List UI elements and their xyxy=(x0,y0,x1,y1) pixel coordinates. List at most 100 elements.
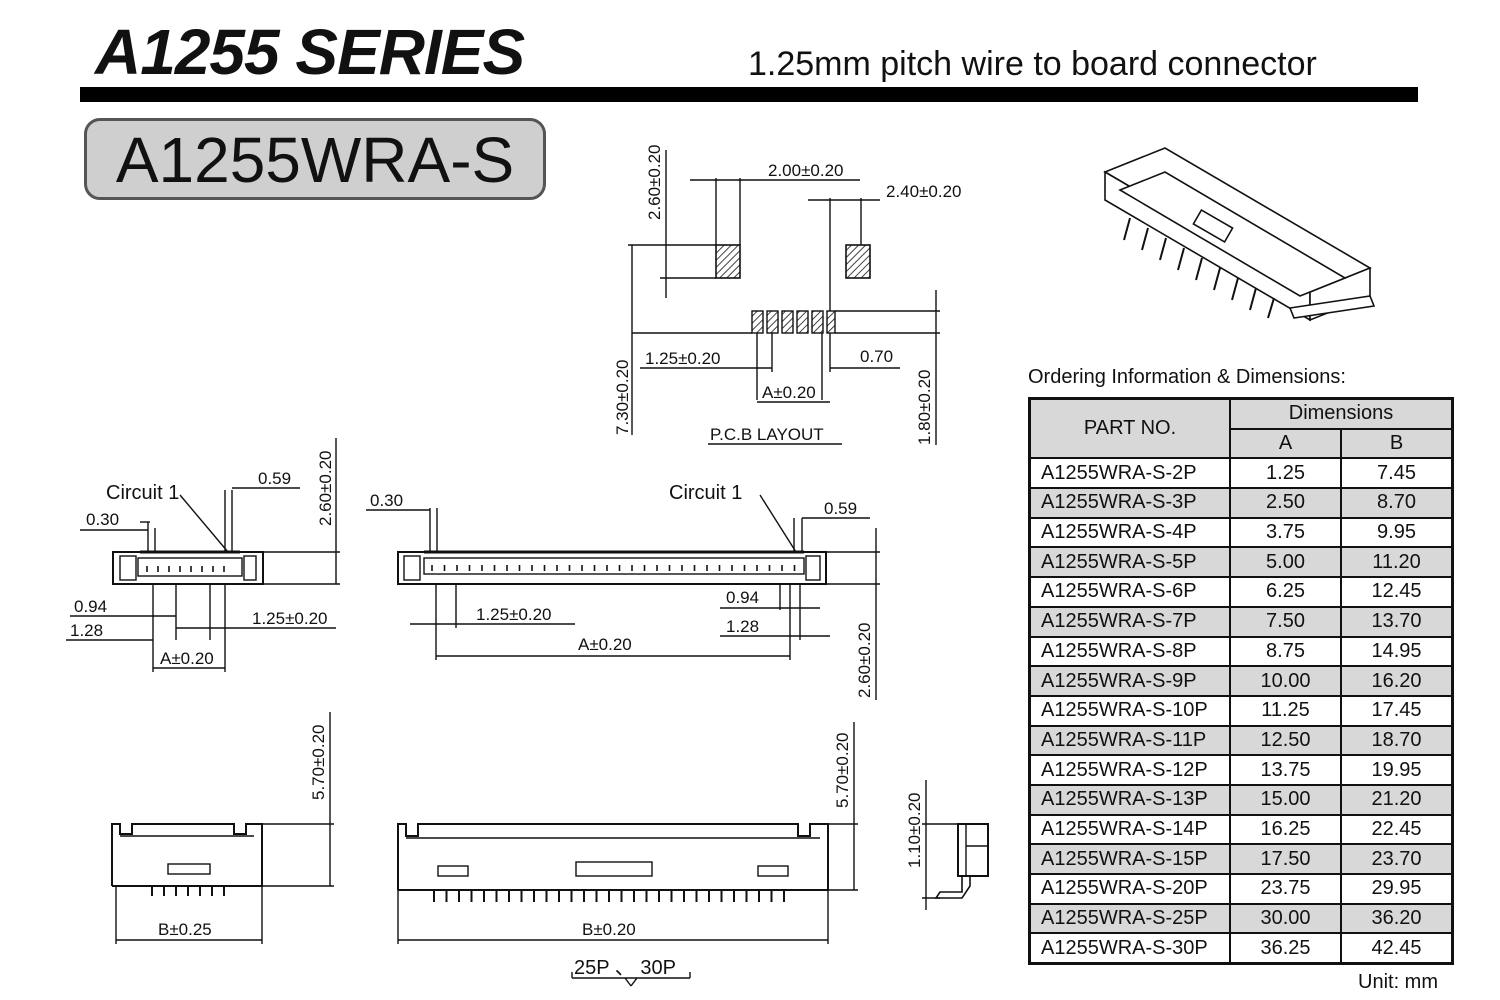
dim-b-cell: 8.70 xyxy=(1340,487,1454,519)
circuit-1-label-large: Circuit 1 xyxy=(669,482,742,504)
dim-b-cell: 9.95 xyxy=(1340,516,1454,549)
part-number-cell: A1255WRA-S-7P xyxy=(1028,605,1231,638)
dim-a-cell: 3.75 xyxy=(1229,516,1342,549)
part-number-cell: A1255WRA-S-14P xyxy=(1028,813,1231,846)
dim-b-cell: 42.45 xyxy=(1340,932,1454,965)
dim-span-a-small: A±0.20 xyxy=(160,649,214,668)
dim-b-cell: 16.20 xyxy=(1340,665,1454,697)
dim-b-cell: 19.95 xyxy=(1340,754,1454,786)
part-number-cell: A1255WRA-S-12P xyxy=(1028,754,1231,786)
part-number-cell: A1255WRA-S-2P xyxy=(1028,457,1231,490)
header-part-no: PART NO. xyxy=(1028,397,1231,460)
top-view-large: Circuit 1 0.59 0.30 1.25±0.20 0.94 1.28 … xyxy=(366,482,880,700)
dim-height-large: 2.60±0.20 xyxy=(855,622,874,698)
dim-a-cell: 23.75 xyxy=(1229,873,1342,905)
dim-b-cell: 11.20 xyxy=(1340,546,1454,579)
dim-b-cell: 22.45 xyxy=(1340,813,1454,846)
dim-128-large: 1.28 xyxy=(726,617,759,636)
pcb-dim-pad-width-right: 2.40±0.20 xyxy=(886,182,962,201)
part-number-cell: A1255WRA-S-25P xyxy=(1028,902,1231,935)
dim-a-cell: 13.75 xyxy=(1229,754,1342,786)
dim-030-large: 0.30 xyxy=(370,491,403,510)
dim-030-small: 0.30 xyxy=(86,510,119,529)
dim-a-cell: 30.00 xyxy=(1229,902,1342,935)
side-view: 1.10±0.20 xyxy=(905,780,989,910)
pcb-dim-pitch: 1.25±0.20 xyxy=(645,349,721,368)
header-dim-b: B xyxy=(1340,427,1454,460)
part-number-cell: A1255WRA-S-6P xyxy=(1028,576,1231,608)
part-number-cell: A1255WRA-S-30P xyxy=(1028,932,1231,965)
title-rule xyxy=(80,87,1418,102)
dim-a-cell: 12.50 xyxy=(1229,724,1342,757)
dim-a-cell: 1.25 xyxy=(1229,457,1342,490)
part-number-cell: A1255WRA-S-11P xyxy=(1028,724,1231,757)
dim-a-cell: 16.25 xyxy=(1229,813,1342,846)
pcb-layout-drawing: 2.00±0.20 2.40±0.20 2.60±0.20 7.30±0.20 … xyxy=(613,144,962,445)
dim-a-cell: 2.50 xyxy=(1229,487,1342,519)
dim-a-cell: 36.25 xyxy=(1229,932,1342,965)
part-number-cell: A1255WRA-S-13P xyxy=(1028,783,1231,816)
dim-a-cell: 5.00 xyxy=(1229,546,1342,579)
header-dim-a: A xyxy=(1229,427,1342,460)
dim-a-cell: 10.00 xyxy=(1229,665,1342,697)
dim-b-cell: 12.45 xyxy=(1340,576,1454,608)
pcb-dim-overall-height: 7.30±0.20 xyxy=(613,359,632,435)
pcb-dim-pad-length: 1.80±0.20 xyxy=(915,369,934,445)
part-number-cell: A1255WRA-S-10P xyxy=(1028,694,1231,727)
dim-pitch-small: 1.25±0.20 xyxy=(252,609,328,628)
pcb-dim-span-a: A±0.20 xyxy=(762,383,816,402)
dim-b-cell: 23.70 xyxy=(1340,843,1454,875)
part-number-cell: A1255WRA-S-9P xyxy=(1028,665,1231,697)
top-view-small: Circuit 1 0.59 0.30 0.94 1.28 1.25±0.20 … xyxy=(66,438,340,672)
dim-b-cell: 21.20 xyxy=(1340,783,1454,816)
dim-b-cell: 7.45 xyxy=(1340,457,1454,490)
connector-3d-render xyxy=(1103,147,1376,322)
model-name: A1255WRA-S xyxy=(115,124,515,196)
series-subtitle: 1.25mm pitch wire to board connector xyxy=(748,45,1317,83)
dim-059-large: 0.59 xyxy=(824,499,857,518)
dim-side-height: 1.10±0.20 xyxy=(905,792,924,868)
part-number-cell: A1255WRA-S-4P xyxy=(1028,516,1231,549)
dim-a-cell: 11.25 xyxy=(1229,694,1342,727)
front-view-large: B±0.20 5.70±0.20 25P 、 30P xyxy=(397,722,858,987)
part-number-cell: A1255WRA-S-8P xyxy=(1028,635,1231,668)
dim-b-cell: 29.95 xyxy=(1340,873,1454,905)
dim-a-cell: 7.50 xyxy=(1229,605,1342,638)
pcb-dim-pad-height: 2.60±0.20 xyxy=(645,144,664,220)
dim-width-b-small: B±0.25 xyxy=(158,920,212,939)
variant-note: 25P 、 30P xyxy=(574,957,676,979)
pcb-dim-pad-width: 0.70 xyxy=(860,347,893,366)
dim-b-cell: 14.95 xyxy=(1340,635,1454,668)
dim-a-cell: 15.00 xyxy=(1229,783,1342,816)
front-view-small: B±0.25 5.70±0.20 xyxy=(111,712,334,944)
dim-span-a-large: A±0.20 xyxy=(578,635,632,654)
pcb-dim-pad-spacing: 2.00±0.20 xyxy=(768,161,844,180)
circuit-1-label-small: Circuit 1 xyxy=(106,482,179,504)
dim-height-small: 2.60±0.20 xyxy=(316,450,335,526)
dim-b-cell: 17.45 xyxy=(1340,694,1454,727)
model-badge xyxy=(84,118,546,200)
pcb-layout-label: P.C.B LAYOUT xyxy=(710,425,824,444)
dim-front-height-small: 5.70±0.20 xyxy=(309,724,328,800)
part-number-cell: A1255WRA-S-3P xyxy=(1028,487,1231,519)
part-number-cell: A1255WRA-S-5P xyxy=(1028,546,1231,579)
dim-059-small: 0.59 xyxy=(258,469,291,488)
